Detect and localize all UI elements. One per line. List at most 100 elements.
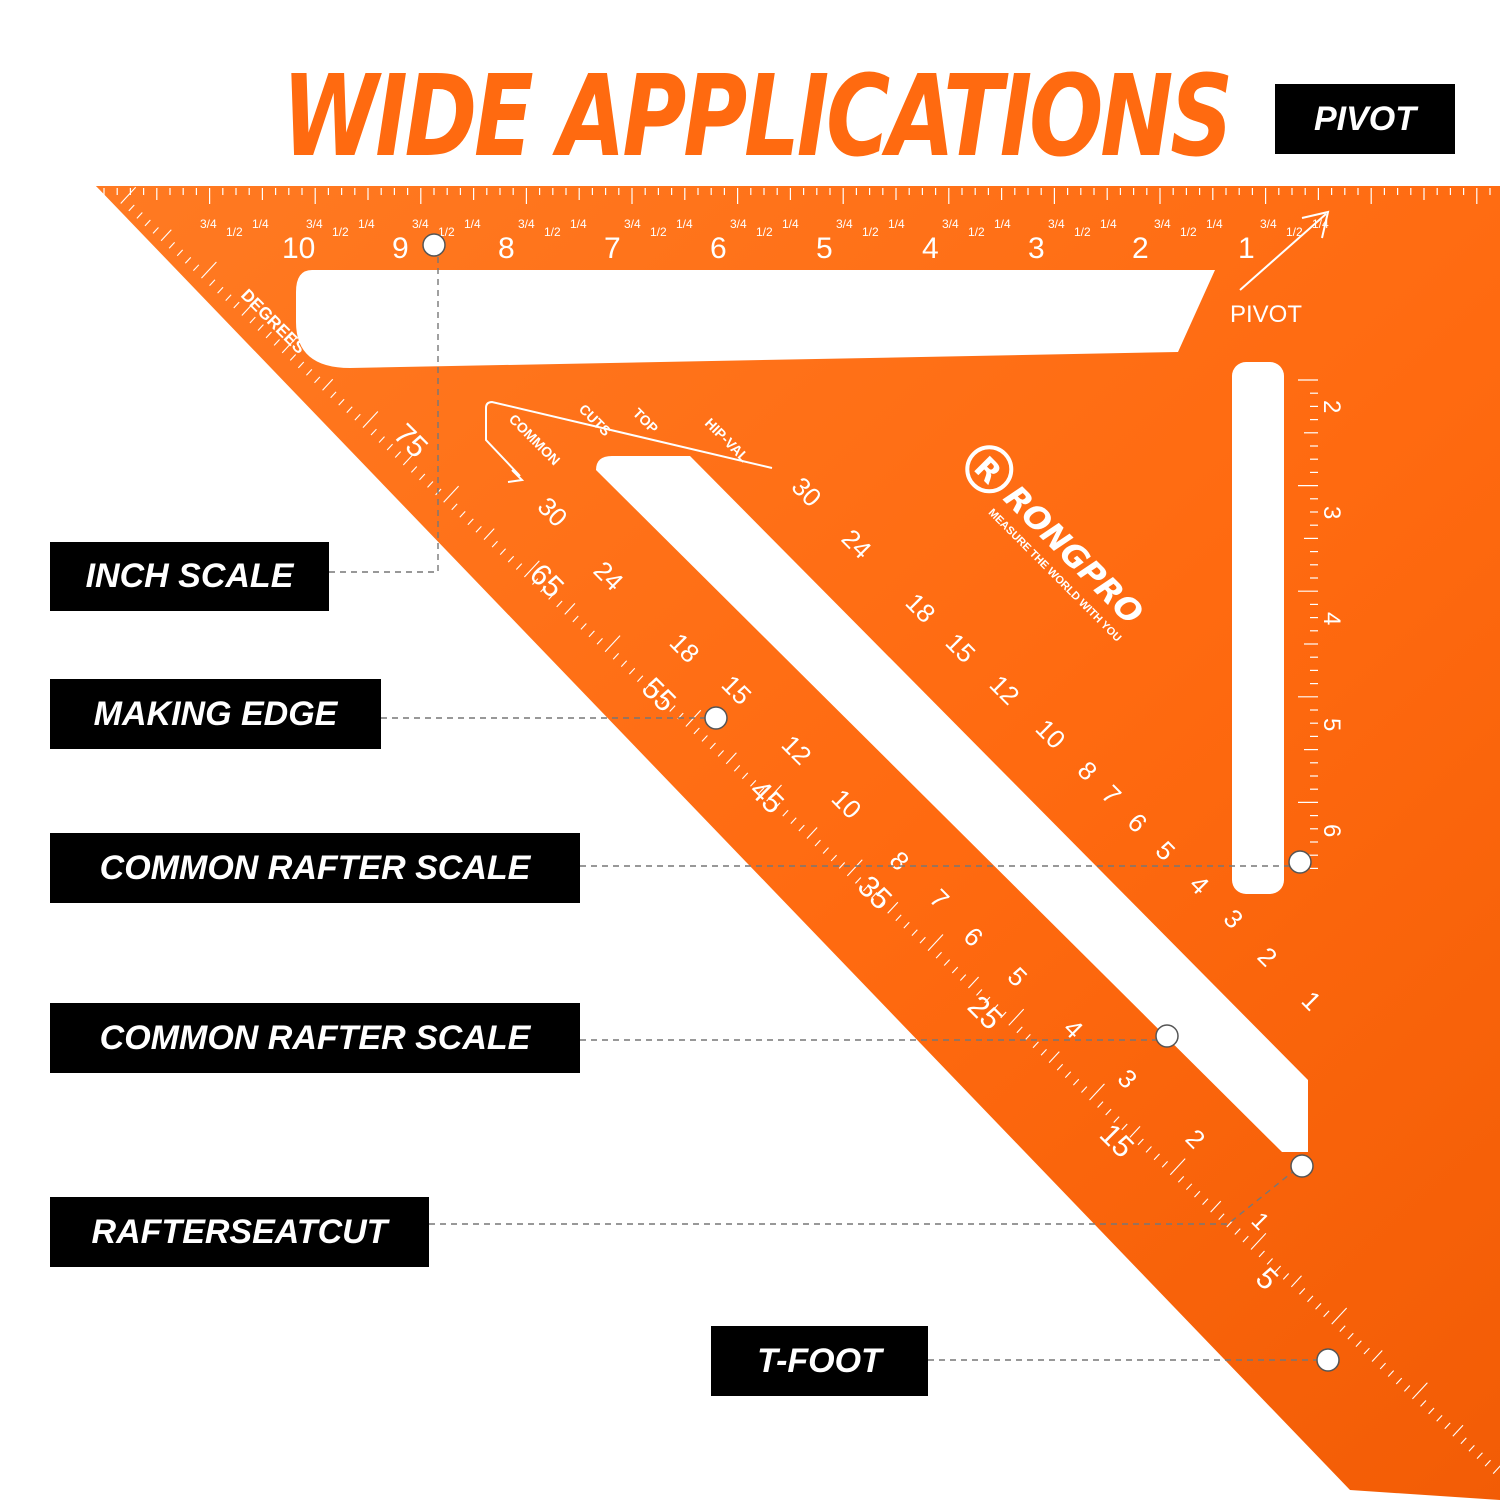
degree-tick xyxy=(1000,1011,1007,1019)
degree-tick xyxy=(378,436,385,443)
degree-tick xyxy=(1194,1190,1201,1198)
degree-tick xyxy=(1218,1213,1225,1220)
top-fraction: 3/4 xyxy=(942,217,959,231)
degree-tick xyxy=(532,578,539,585)
top-inch-number: 8 xyxy=(498,232,515,265)
degree-tick xyxy=(1331,1307,1348,1325)
top-slot xyxy=(296,270,1215,368)
right-inch-number: 4 xyxy=(1318,612,1345,625)
degree-tick xyxy=(1460,1437,1467,1445)
degree-tick xyxy=(443,485,460,503)
right-inch-number: 6 xyxy=(1318,824,1345,837)
degree-tick xyxy=(612,652,620,660)
degree-tick xyxy=(935,951,942,959)
top-inch-number: 10 xyxy=(282,232,315,265)
degree-tick xyxy=(1347,1332,1354,1340)
degree-tick xyxy=(879,899,886,907)
degree-tick xyxy=(322,378,334,391)
top-fraction: 1/4 xyxy=(782,217,799,231)
degree-tick xyxy=(1403,1385,1411,1392)
degree-tick xyxy=(766,784,782,802)
top-inch-number: 7 xyxy=(604,232,621,265)
degree-tick xyxy=(1153,1153,1160,1161)
degree-tick xyxy=(1250,1232,1267,1250)
degree-tick xyxy=(273,339,280,346)
degree-tick xyxy=(1097,1101,1104,1108)
degree-tick xyxy=(604,635,621,653)
column-bracket xyxy=(485,400,773,469)
t-foot-tag: T-FOOT xyxy=(711,1326,928,1396)
degree-tick xyxy=(136,212,143,219)
right-inch-number: 5 xyxy=(1318,718,1345,731)
right-inch-number: 2 xyxy=(1318,400,1345,413)
top-fraction: 3/4 xyxy=(200,217,217,231)
degree-tick xyxy=(386,443,393,451)
degree-tick xyxy=(265,331,272,339)
top-fraction: 1/2 xyxy=(756,225,773,239)
degree-tick xyxy=(620,660,628,668)
degree-tick xyxy=(1226,1220,1233,1228)
degree-tick xyxy=(1210,1200,1222,1213)
degree-tick xyxy=(217,286,224,294)
degree-tick xyxy=(1048,1051,1060,1064)
degree-tick xyxy=(1129,1126,1141,1138)
degree-tick xyxy=(798,824,805,832)
degree-tick xyxy=(1484,1459,1491,1467)
degree-tick xyxy=(257,324,264,331)
rafter-seat-cut-tag: RAFTERSEATCUT xyxy=(50,1197,429,1267)
degree-tick xyxy=(733,765,741,772)
degree-tick xyxy=(1452,1424,1464,1437)
top-fraction: 1/4 xyxy=(358,217,375,231)
degree-tick xyxy=(1185,1183,1193,1191)
degree-tick xyxy=(1145,1146,1152,1153)
degree-tick xyxy=(1395,1377,1403,1385)
degree-tick xyxy=(968,976,980,989)
degree-tick xyxy=(782,809,789,817)
top-inch-number: 2 xyxy=(1132,232,1149,265)
degree-tick xyxy=(1266,1258,1273,1265)
degree-tick xyxy=(741,772,749,780)
degree-tick xyxy=(1363,1347,1370,1355)
top-fraction: 1/4 xyxy=(1206,217,1223,231)
degree-tick xyxy=(540,585,547,593)
side-slot xyxy=(1232,362,1284,894)
degree-tick xyxy=(596,638,603,645)
degree-tick xyxy=(838,862,846,869)
top-fraction: 1/4 xyxy=(676,217,693,231)
top-fraction: 1/4 xyxy=(464,217,481,231)
degree-tick xyxy=(1064,1071,1072,1078)
common-rafter-dot xyxy=(1288,850,1312,874)
diagonal-slot xyxy=(596,456,1308,1152)
rafter-seat-cut-dot xyxy=(1290,1154,1314,1178)
degree-tick xyxy=(394,451,402,458)
square-body-main xyxy=(96,186,1500,1472)
degree-tick xyxy=(201,261,217,279)
top-fraction: 3/4 xyxy=(412,217,429,231)
degree-tick xyxy=(427,481,434,488)
top-fraction: 3/4 xyxy=(730,217,747,231)
degree-tick xyxy=(1307,1295,1314,1303)
top-inch-number: 5 xyxy=(816,232,833,265)
degree-tick xyxy=(669,705,676,712)
degree-tick xyxy=(661,697,668,705)
right-inch-numbers: 2 3 4 5 6 xyxy=(1318,400,1345,837)
degree-tick xyxy=(1040,1048,1047,1056)
degree-tick xyxy=(1379,1362,1386,1370)
top-fraction: 1/2 xyxy=(1180,225,1197,239)
degree-tick xyxy=(233,301,240,309)
common-rafter-dot-2 xyxy=(1155,1024,1179,1048)
degree-tick xyxy=(1161,1161,1169,1168)
degree-tick xyxy=(887,901,899,914)
top-edge-ticks xyxy=(103,188,1491,204)
degree-tick xyxy=(556,600,563,608)
degree-tick xyxy=(192,264,200,272)
top-fraction: 1/2 xyxy=(862,225,879,239)
degree-tick xyxy=(1315,1302,1322,1310)
degree-edge-ticks xyxy=(120,186,1500,1474)
degree-tick xyxy=(128,204,135,212)
common-rafter-scale-tag: COMMON RAFTER SCALE xyxy=(50,833,580,903)
top-fraction: 1/4 xyxy=(252,217,269,231)
right-inch-number: 3 xyxy=(1318,506,1345,519)
degree-tick xyxy=(1032,1041,1039,1049)
